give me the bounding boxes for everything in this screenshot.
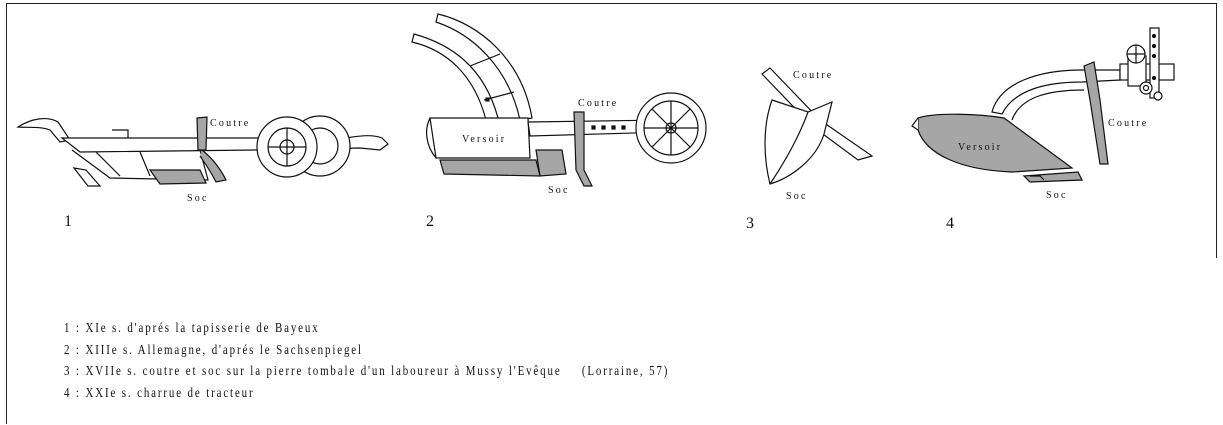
plough-4-versoir: [917, 113, 1074, 173]
plough-4-soc: [1022, 171, 1083, 183]
frame-top-border: [6, 3, 1217, 4]
plough-2-coutre-label: Coutre: [578, 98, 618, 109]
frame-right-border: [1216, 3, 1217, 258]
plough-1-soc-label: Soc: [187, 193, 209, 204]
legend-item-2-text: 2 : XIIIe s. Allemagne, d'aprés le Sachs…: [64, 342, 363, 358]
plough-4-coutre-label: Coutre: [1108, 118, 1148, 129]
plough-2-coutre: [573, 111, 593, 187]
legend-list: 1 : XIe s. d'aprés la tapisserie de Baye…: [64, 318, 840, 404]
legend-item-3-text: 3 : XVIIe s. coutre et soc sur la pierre…: [64, 364, 562, 379]
plough-3-soc: [764, 99, 833, 185]
plough-1-coutre-label: Coutre: [210, 118, 250, 129]
plough-4-versoir-label: Versoir: [958, 142, 1002, 153]
legend-item-3: 3 : XVIIe s. coutre et soc sur la pierre…: [64, 361, 669, 383]
frame-left-border: [6, 3, 7, 424]
plough-1-drawing: [16, 115, 389, 187]
legend-item-3-region: (Lorraine, 57): [581, 364, 670, 379]
legend-item-4: 4 : XXIe s. charrue de tracteur: [64, 383, 669, 405]
plough-3-coutre-label: Coutre: [793, 70, 833, 81]
plough-4-soc-label: Soc: [1046, 190, 1068, 201]
plough-2-soc: [535, 149, 567, 177]
plough-4-coutre: [1083, 61, 1109, 165]
legend-item-2: 2 : XIIIe s. Allemagne, d'aprés le Sachs…: [64, 340, 669, 362]
plough-2-versoir: [429, 117, 531, 159]
plough-3-drawing: [761, 67, 874, 185]
legend-item-1-text: 1 : XIe s. d'aprés la tapisserie de Baye…: [64, 321, 320, 336]
figure-number-1: 1: [64, 213, 72, 230]
figure-number-3: 3: [746, 215, 754, 232]
legend-item-4-text: 4 : XXIe s. charrue de tracteur: [64, 385, 255, 401]
plough-2-versoir-label: Versoir: [462, 134, 506, 145]
plough-2-soc-label: Soc: [548, 185, 570, 196]
plough-3-soc-label: Soc: [786, 191, 808, 202]
plough-1-coutre: [196, 116, 208, 151]
figure-number-2: 2: [426, 213, 434, 230]
plough-4-drawing: [911, 27, 1175, 183]
legend-item-1: 1 : XIe s. d'aprés la tapisserie de Baye…: [64, 318, 669, 340]
plough-2-drawing: [411, 13, 707, 187]
figure-number-4: 4: [946, 215, 954, 232]
plough-1-soc: [148, 169, 207, 185]
